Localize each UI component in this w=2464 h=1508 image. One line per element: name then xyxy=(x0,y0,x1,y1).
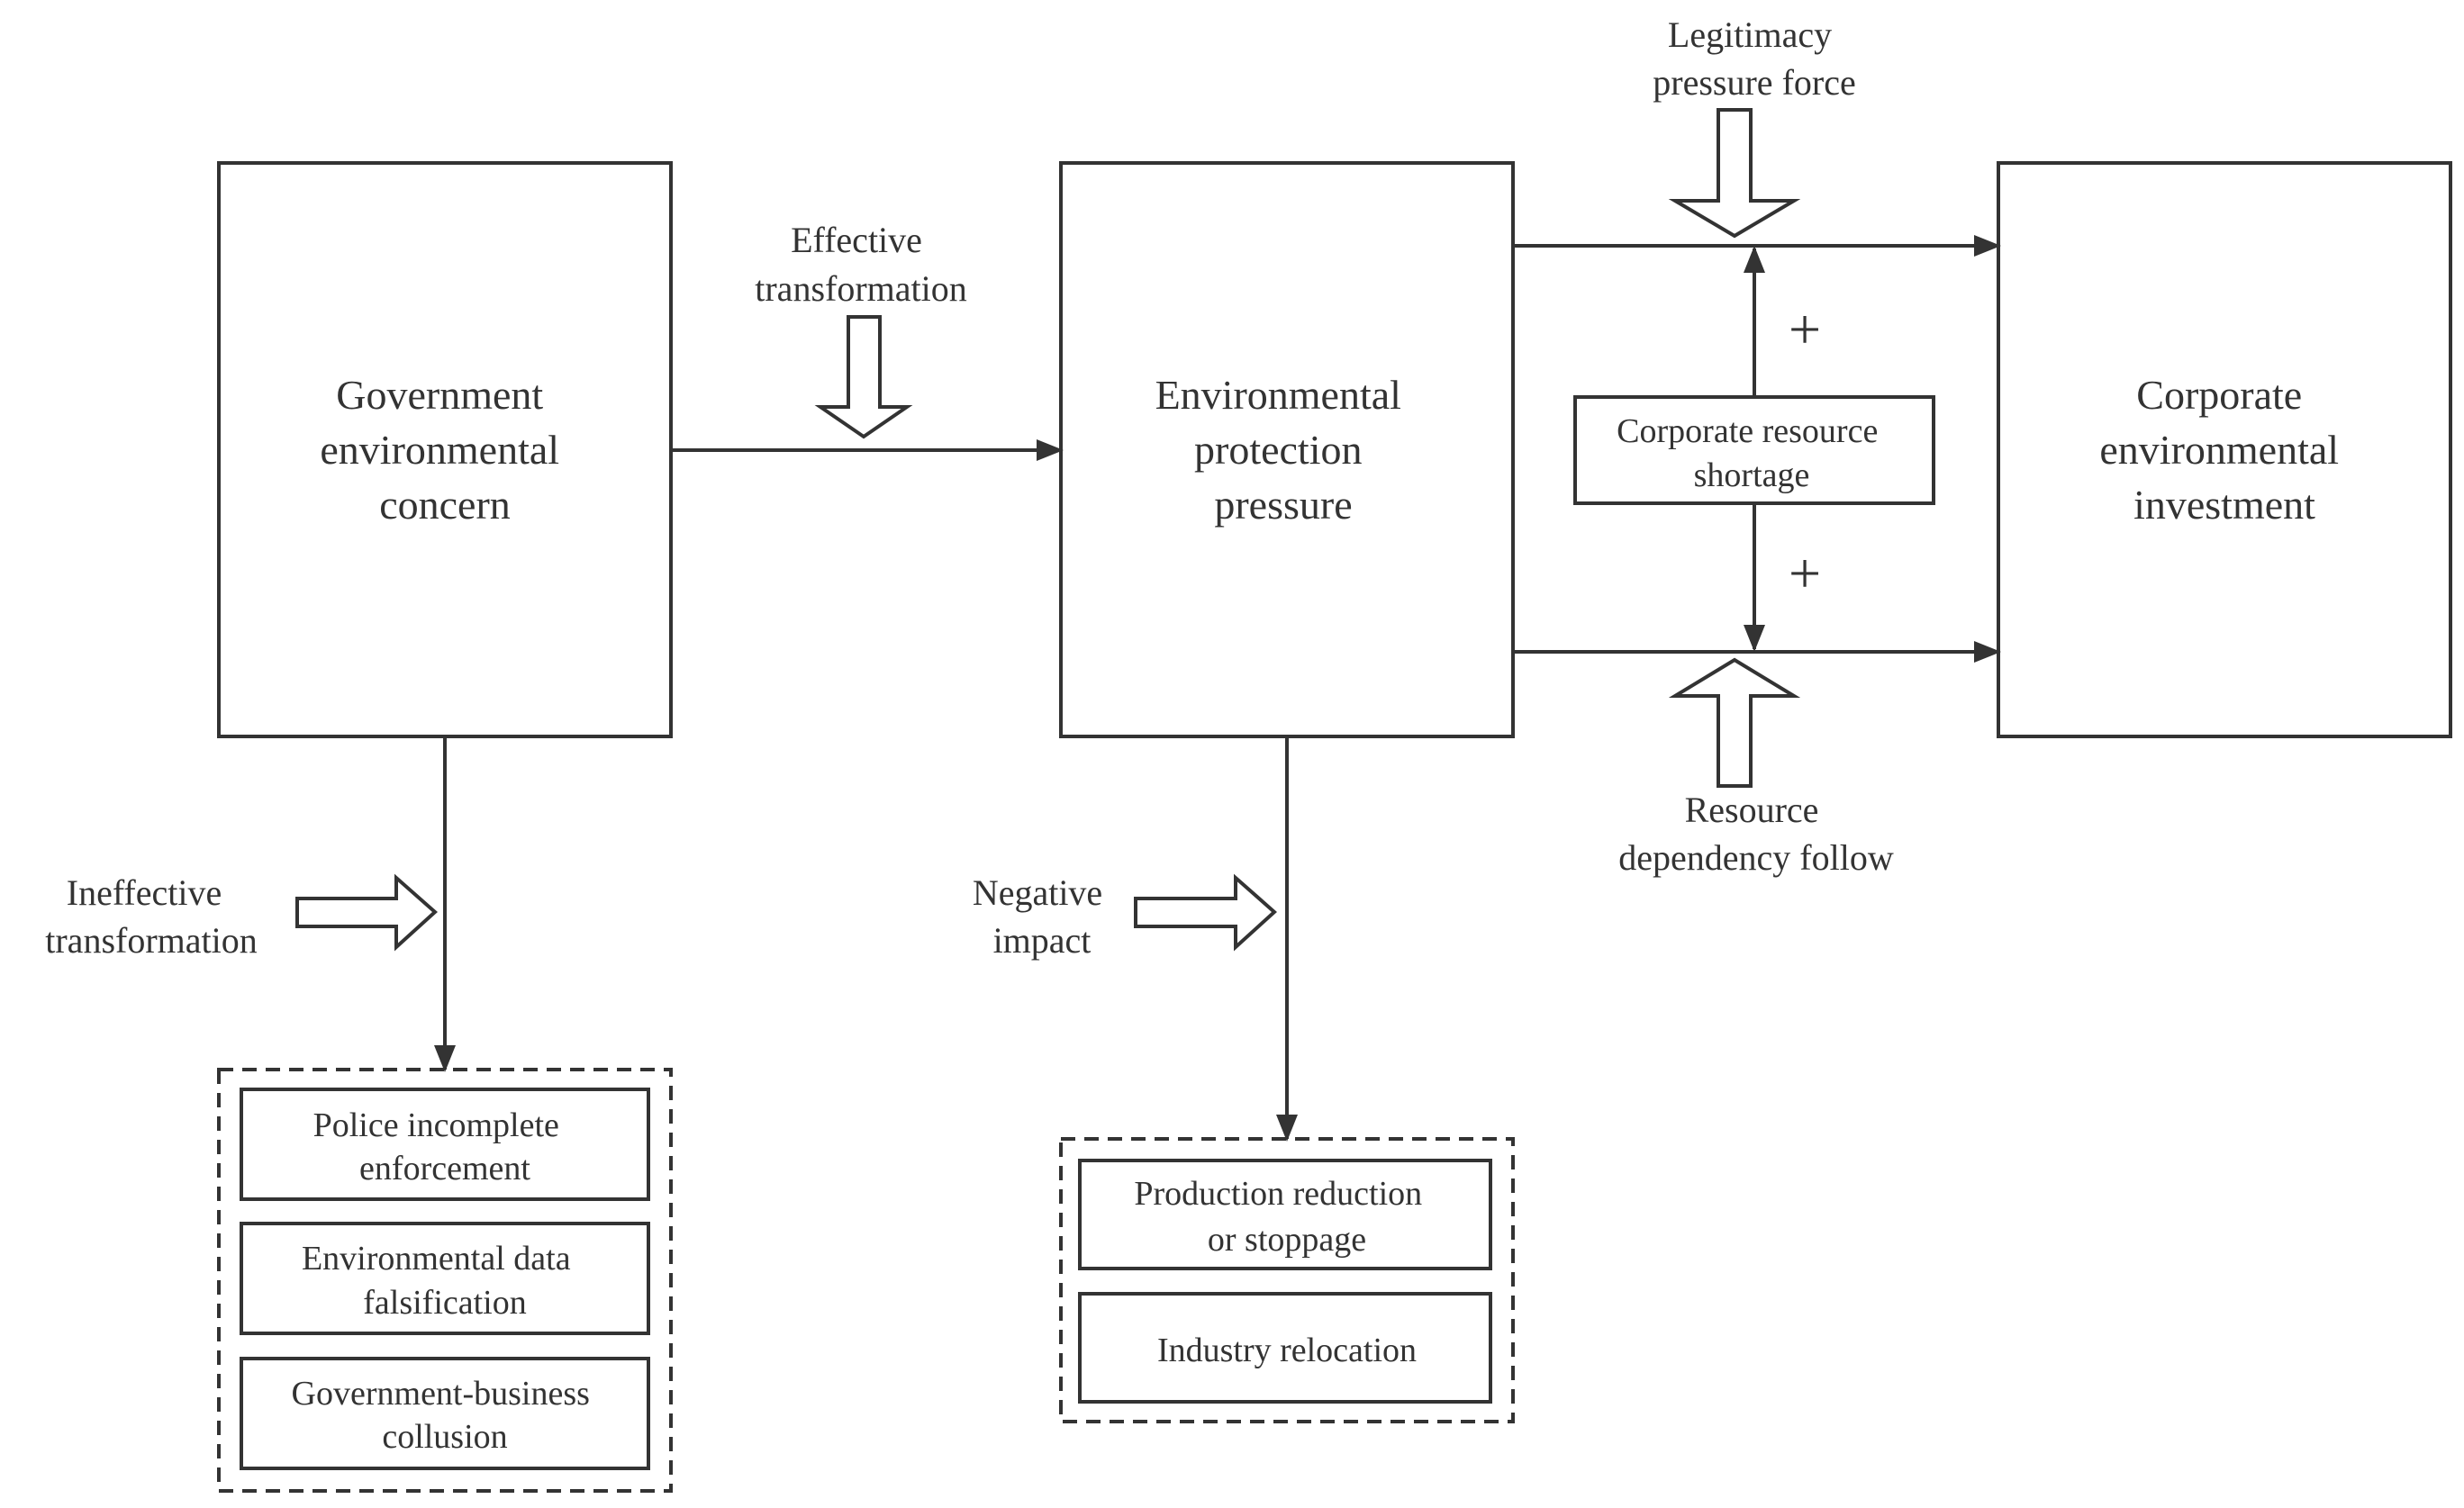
middle-outcome-group xyxy=(1059,1137,1515,1423)
effective-hollow-arrow xyxy=(814,315,913,439)
ineffective-hollow-arrow xyxy=(295,873,438,952)
resource-dependency-hollow-arrow xyxy=(1668,657,1801,788)
negative-impact-label: Negative impact xyxy=(973,872,1111,961)
data-falsification-label: Environmental data falsification xyxy=(302,1240,579,1322)
ineffective-transformation-label: Ineffective transformation xyxy=(45,872,258,961)
left-outcome-box-1 xyxy=(240,1088,650,1201)
corporate-investment-box xyxy=(1997,161,2452,738)
industry-relocation-label: Industry relocation xyxy=(1157,1332,1417,1369)
negative-hollow-arrow xyxy=(1134,873,1277,952)
government-concern-box xyxy=(217,161,673,738)
left-outcome-box-2 xyxy=(240,1222,650,1335)
corporate-investment-label: Corporate environmental investment xyxy=(2099,372,2349,528)
legitimacy-hollow-arrow xyxy=(1668,108,1801,239)
police-enforcement-label: Police incomplete enforcement xyxy=(313,1106,568,1187)
resource-dependency-label: Resource dependency follow xyxy=(1618,790,1894,878)
environmental-pressure-label: Environmental protection pressure xyxy=(1155,372,1412,528)
resource-shortage-label: Corporate resource shortage xyxy=(1617,412,1887,494)
production-reduction-label: Production reduction or stoppage xyxy=(1134,1175,1430,1259)
legitimacy-pressure-label: Legitimacy pressure force xyxy=(1653,14,1855,103)
middle-outcome-box-1 xyxy=(1078,1159,1492,1270)
government-concern-label: Government environmental concern xyxy=(320,372,569,528)
plus-sign-lower: + xyxy=(1789,541,1821,605)
plus-sign-upper: + xyxy=(1789,297,1821,361)
effective-transformation-label: Effective transformation xyxy=(755,220,967,309)
government-business-collusion-label: Government-business collusion xyxy=(292,1375,599,1456)
left-outcome-box-3 xyxy=(240,1357,650,1470)
middle-outcome-box-2 xyxy=(1078,1292,1492,1404)
left-outcome-group xyxy=(217,1068,673,1493)
